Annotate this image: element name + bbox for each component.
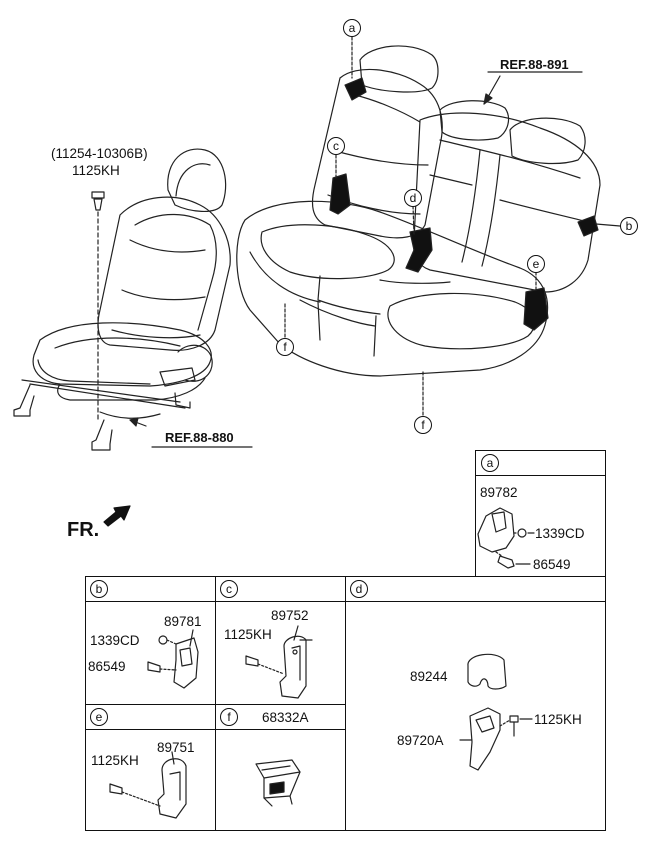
table-b-letter: b <box>90 580 108 598</box>
part-a-sketch <box>477 507 535 569</box>
part-b-sketch <box>147 629 199 689</box>
part-1125kh-d-label: 1125KH <box>534 712 582 727</box>
part-1125kh-c-label: 1125KH <box>224 627 272 642</box>
callout-f-right: f <box>414 416 432 434</box>
callout-d: d <box>404 189 422 207</box>
front-seat-part-ref: (11254-10306B) <box>51 146 148 161</box>
part-1339cd-label: 1339CD <box>535 526 585 541</box>
front-direction-label: FR. <box>67 519 100 541</box>
part-e-sketch <box>109 751 187 819</box>
rear-seat-illustration <box>236 36 621 417</box>
callout-a: a <box>343 19 361 37</box>
part-68332a-label: 68332A <box>262 710 309 725</box>
callout-c: c <box>327 137 345 155</box>
callout-f-left: f <box>276 338 294 356</box>
part-89752-label: 89752 <box>271 608 309 623</box>
front-direction-arrow <box>103 505 131 527</box>
part-89244-label: 89244 <box>410 669 448 684</box>
table-f-letter: f <box>220 708 238 726</box>
front-seat-bolt-label: 1125KH <box>72 163 120 178</box>
part-1339cd-b-label: 1339CD <box>90 633 140 648</box>
part-86549-label: 86549 <box>533 557 571 572</box>
part-1125kh-e-label: 1125KH <box>91 753 139 768</box>
part-f-sketch <box>255 759 301 807</box>
part-86549-b-label: 86549 <box>88 659 126 674</box>
part-89751-label: 89751 <box>157 740 195 755</box>
callout-e: e <box>527 255 545 273</box>
part-c-sketch <box>245 625 313 699</box>
table-c-letter: c <box>220 580 238 598</box>
front-seat-ref-label: REF.88-880 <box>165 430 234 445</box>
table-d-header <box>345 576 606 602</box>
part-89782-label: 89782 <box>480 485 518 500</box>
table-e-letter: e <box>90 708 108 726</box>
callout-b: b <box>620 217 638 235</box>
part-89720a-label: 89720A <box>397 733 444 748</box>
table-d-letter: d <box>350 580 368 598</box>
front-seat-illustration <box>13 148 253 451</box>
rear-seat-ref-label: REF.88-891 <box>500 57 569 72</box>
table-e-body <box>85 729 216 831</box>
part-d-sketch <box>459 653 533 771</box>
table-f-body <box>215 729 346 831</box>
table-a-letter: a <box>481 454 499 472</box>
part-89781-label: 89781 <box>164 614 202 629</box>
